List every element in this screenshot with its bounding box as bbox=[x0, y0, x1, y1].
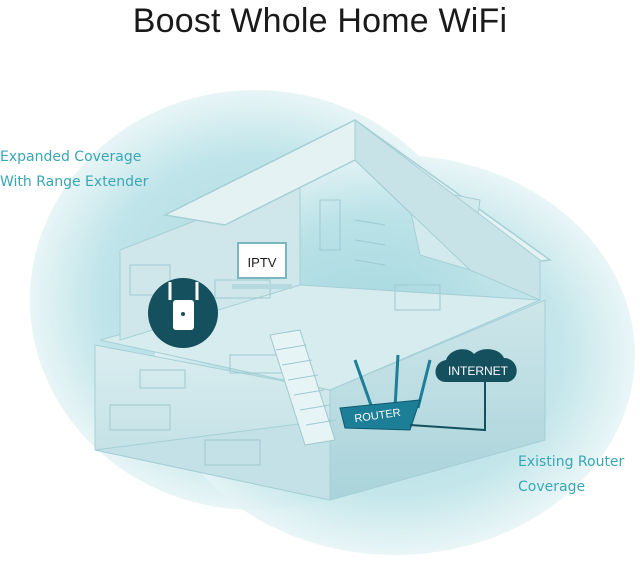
extender-coverage-caption: Expanded Coverage With Range Extender bbox=[0, 145, 148, 195]
router-coverage-caption: Existing Router Coverage bbox=[518, 450, 624, 500]
extender-caption-line1: Expanded Coverage bbox=[0, 149, 142, 165]
staircase bbox=[269, 329, 337, 446]
extender-caption-line2: With Range Extender bbox=[0, 174, 149, 190]
tv-label: IPTV bbox=[248, 255, 277, 270]
internet-label: INTERNET bbox=[448, 364, 509, 378]
tv-icon bbox=[232, 242, 292, 289]
router-caption-line2: Coverage bbox=[518, 479, 586, 495]
internet-cloud-icon bbox=[435, 349, 517, 382]
router-cable bbox=[409, 380, 486, 432]
router-caption-line1: Existing Router bbox=[518, 454, 625, 470]
range-extender-icon bbox=[148, 278, 218, 348]
router-icon bbox=[339, 354, 432, 431]
attic-right-wall bbox=[354, 118, 541, 301]
page-title: Boost Whole Home WiFi bbox=[132, 2, 508, 40]
